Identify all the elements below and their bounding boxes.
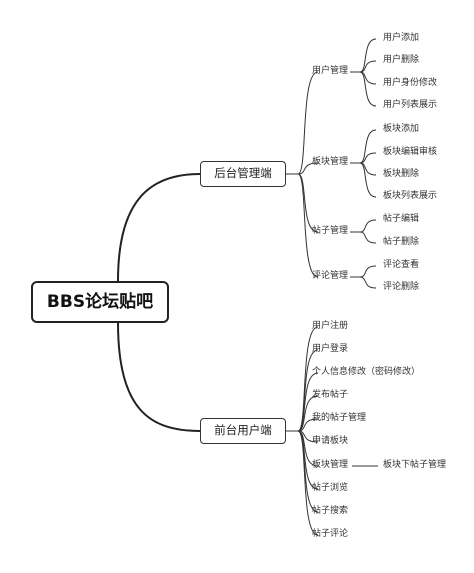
front-item-login[interactable]: 用户登录 [312, 344, 349, 354]
link-boards-leaf-0 [350, 129, 377, 164]
leaf-board-add[interactable]: 板块添加 [383, 124, 420, 134]
group-board-management[interactable]: 板块管理 [312, 157, 349, 167]
link-posts-leaf-0 [350, 219, 377, 233]
leaf-comment-view[interactable]: 评论查看 [383, 260, 420, 270]
front-item-search-posts[interactable]: 帖子搜索 [312, 506, 349, 516]
link-posts-leaf-1 [350, 231, 377, 244]
link-backend-group-0 [286, 71, 319, 175]
group-comment-management[interactable]: 评论管理 [312, 271, 349, 281]
front-item-register[interactable]: 用户注册 [312, 321, 349, 331]
leaf-user-list[interactable]: 用户列表展示 [383, 100, 438, 110]
link-boards-leaf-1 [350, 152, 377, 164]
link-comments-leaf-0 [350, 265, 377, 278]
link-root-backend [117, 173, 201, 282]
leaf-user-delete[interactable]: 用户删除 [383, 55, 420, 65]
front-item-my-posts[interactable]: 我的帖子管理 [312, 413, 367, 423]
leaf-comment-delete[interactable]: 评论删除 [383, 282, 420, 292]
leaf-board-delete[interactable]: 板块删除 [383, 169, 420, 179]
leaf-user-add[interactable]: 用户添加 [383, 33, 420, 43]
group-user-management[interactable]: 用户管理 [312, 66, 349, 76]
link-boards-leaf-3 [350, 162, 377, 198]
leaf-post-delete[interactable]: 帖子删除 [383, 237, 420, 247]
leaf-board-list[interactable]: 板块列表展示 [383, 191, 438, 201]
link-root-frontend [117, 322, 201, 432]
link-frontend-item-0 [286, 326, 319, 432]
front-item-publish-post[interactable]: 发布帖子 [312, 390, 349, 400]
leaf-board-review[interactable]: 板块编辑审核 [383, 147, 438, 157]
link-frontend-item-9 [286, 430, 319, 536]
root-node[interactable]: BBS论坛贴吧 [31, 281, 169, 323]
leaf-board-post-manage[interactable]: 板块下帖子管理 [383, 460, 447, 470]
link-comments-leaf-1 [350, 276, 377, 289]
link-backend-group-3 [286, 173, 319, 278]
branch-backend[interactable]: 后台管理端 [200, 161, 286, 187]
branch-frontend[interactable]: 前台用户端 [200, 418, 286, 444]
link-users-leaf-1 [350, 60, 377, 73]
front-item-board-manage[interactable]: 板块管理 [312, 460, 349, 470]
group-post-management[interactable]: 帖子管理 [312, 226, 349, 236]
front-item-profile-edit[interactable]: 个人信息修改（密码修改） [312, 367, 421, 377]
link-users-leaf-0 [350, 38, 377, 73]
front-item-browse-posts[interactable]: 帖子浏览 [312, 483, 349, 493]
leaf-user-role-edit[interactable]: 用户身份修改 [383, 78, 438, 88]
front-item-comment-posts[interactable]: 帖子评论 [312, 529, 349, 539]
front-item-apply-board[interactable]: 申请板块 [312, 436, 349, 446]
leaf-post-edit[interactable]: 帖子编辑 [383, 214, 420, 224]
link-users-leaf-3 [350, 71, 377, 107]
